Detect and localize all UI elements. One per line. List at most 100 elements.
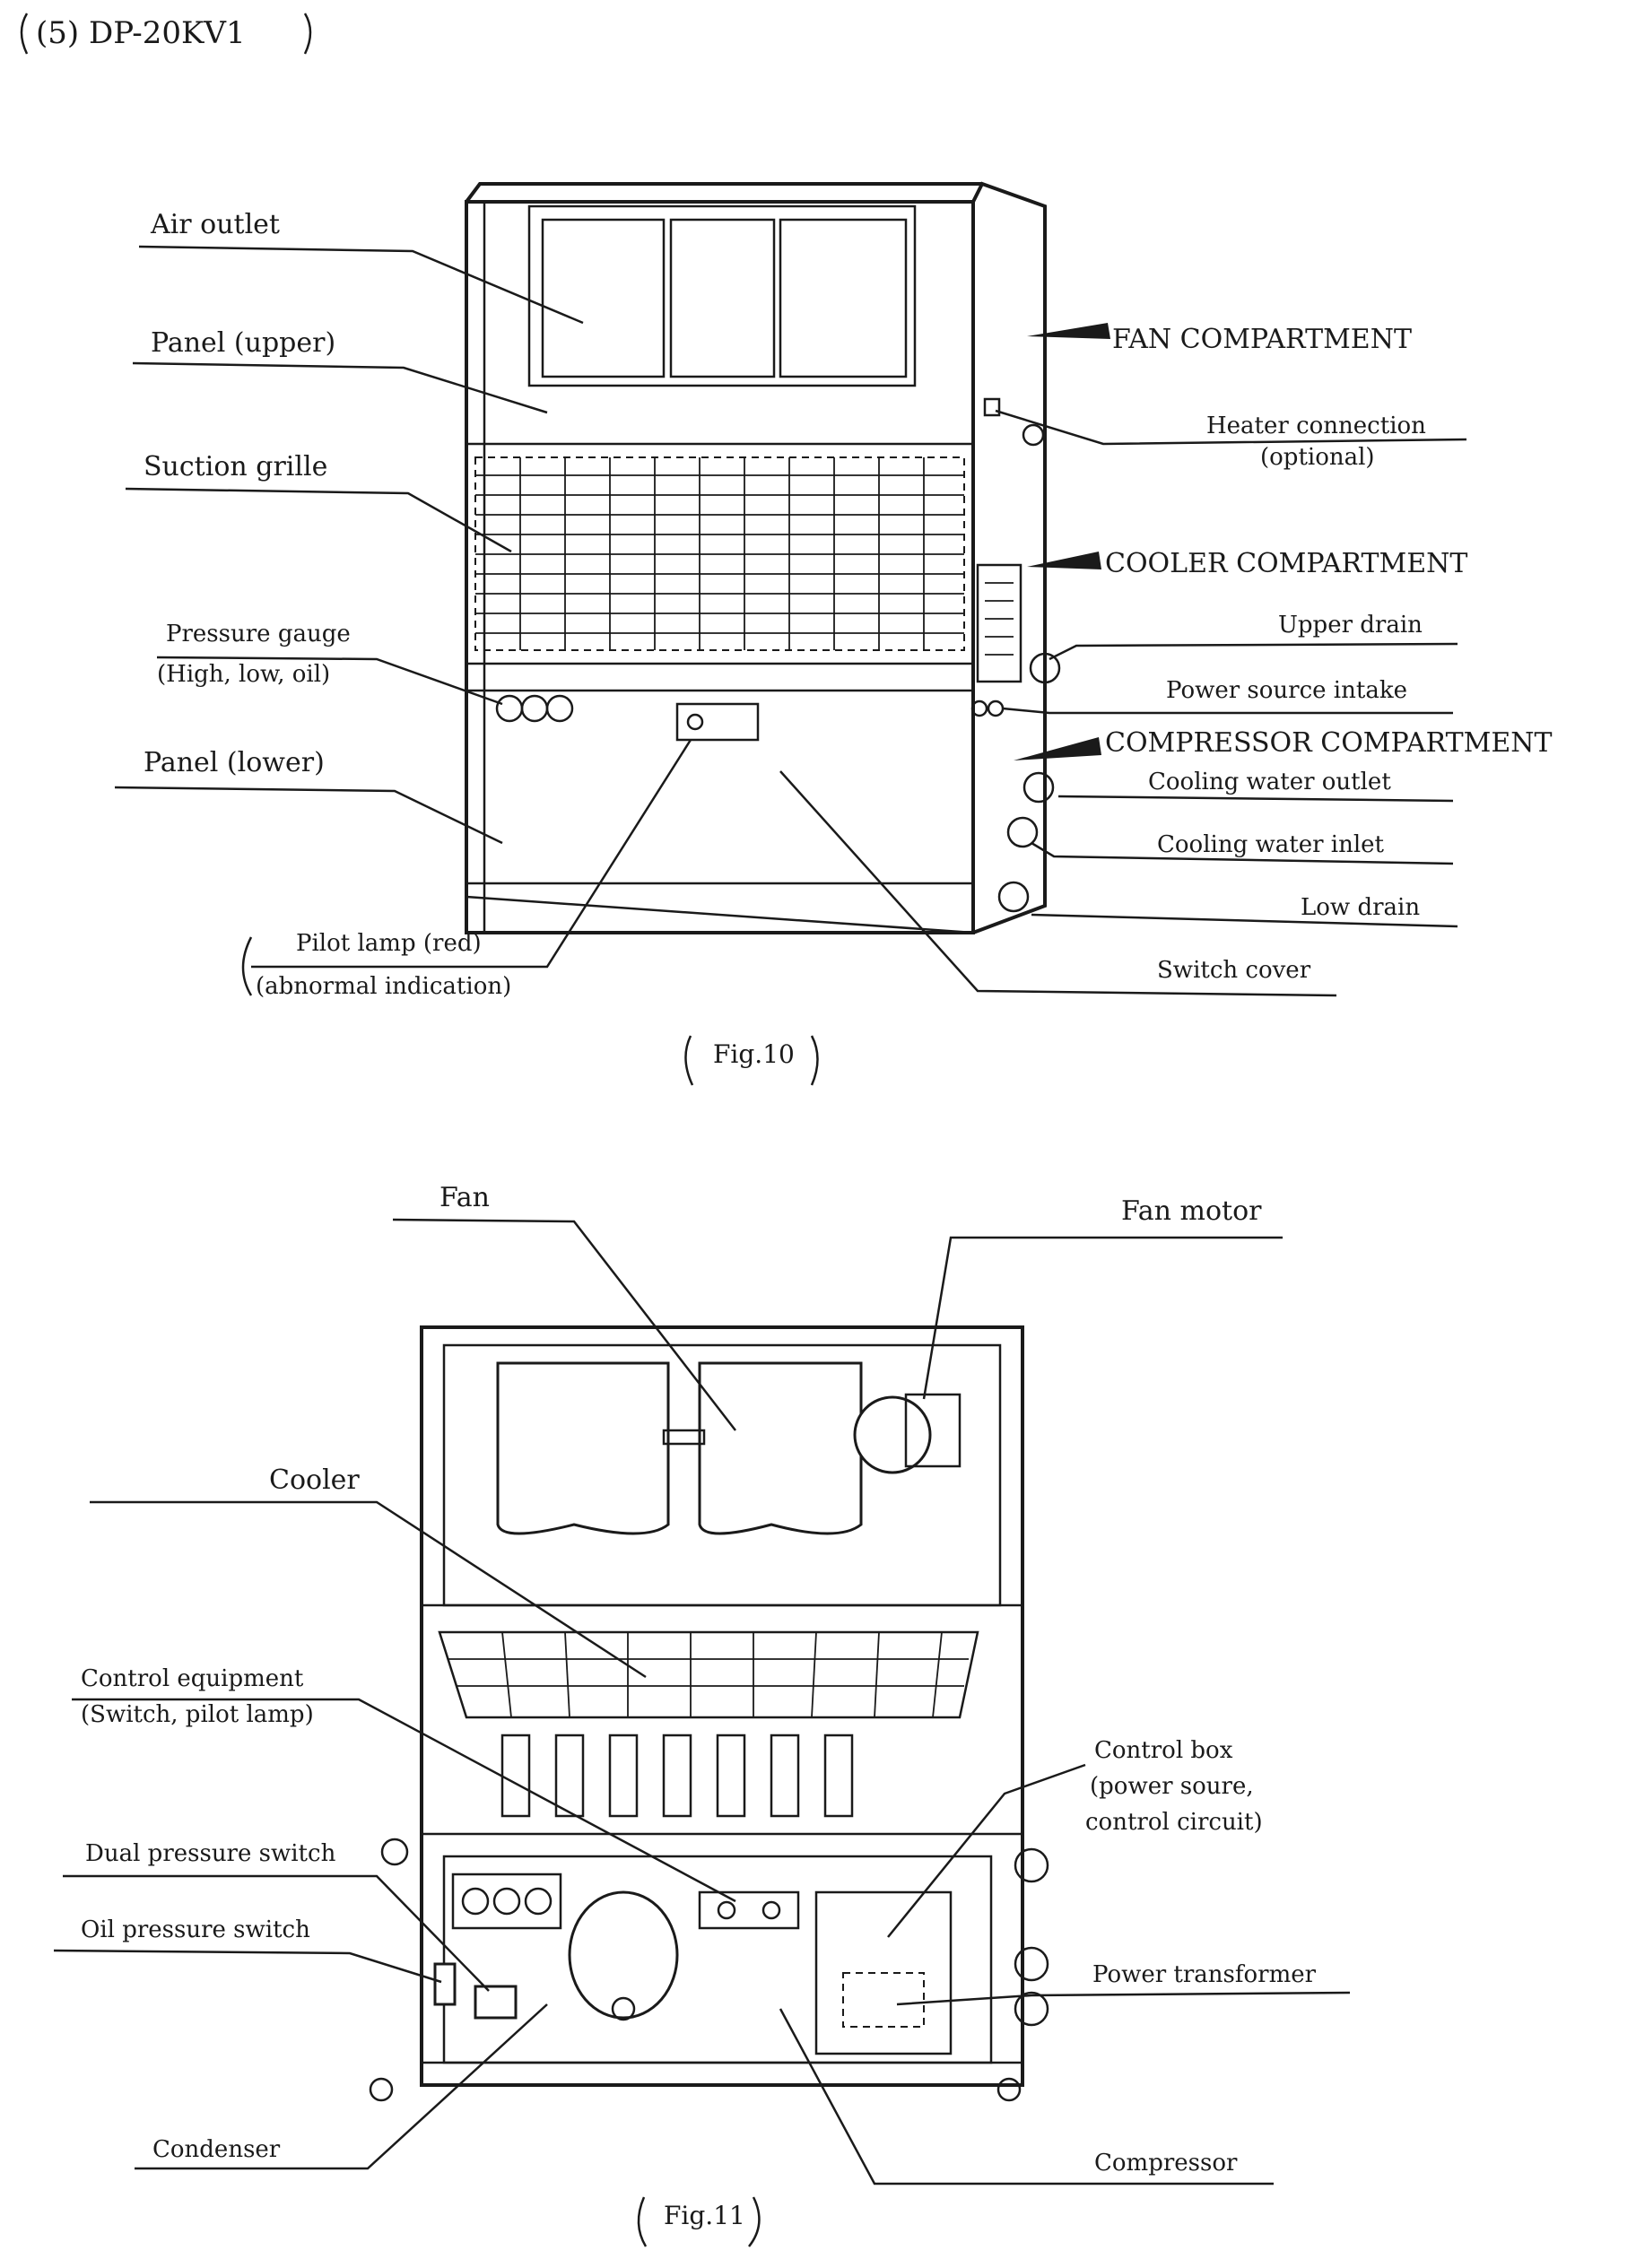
arrow-cooler-compartment <box>1027 552 1101 569</box>
arrow-compressor-compartment <box>1014 737 1101 760</box>
label-fan-motor: Fan motor <box>1121 1195 1262 1227</box>
leader-panel-lower <box>115 787 502 843</box>
cooling-water-outlet-fitting <box>1024 773 1053 802</box>
label-control-equipment: Control equipment <box>81 1665 304 1692</box>
label-fan: Fan <box>439 1182 490 1213</box>
fan-shaft <box>664 1430 704 1444</box>
label-panel-lower: Panel (lower) <box>144 747 325 778</box>
air-outlet-window-3 <box>780 220 906 377</box>
gauge-oil <box>547 696 572 721</box>
leader-power-transformer <box>897 1993 1350 2004</box>
label-pressure-gauge-sub: (High, low, oil) <box>157 661 330 688</box>
air-outlet-frame <box>529 206 915 386</box>
compressor-chamber <box>444 1856 991 2063</box>
slat-7 <box>825 1735 852 1816</box>
air-outlet-window-1 <box>543 220 664 377</box>
label-suction-grille: Suction grille <box>144 451 327 482</box>
fig11-caption-bracket-left <box>639 2197 646 2246</box>
label-pilot-lamp: Pilot lamp (red) <box>296 930 482 957</box>
header-bracket-left <box>22 13 27 54</box>
label-power-source-intake: Power source intake <box>1166 677 1407 704</box>
pilot-lamp-plate <box>677 704 758 740</box>
label-panel-upper: Panel (upper) <box>151 327 335 359</box>
label-heater-connection-sub: (optional) <box>1260 444 1375 471</box>
left-fitting <box>382 1839 407 1864</box>
control-equipment-panel <box>700 1892 798 1928</box>
oil-pressure-switch-body <box>435 1964 455 2004</box>
slat-6 <box>771 1735 798 1816</box>
suction-grille-mesh <box>475 457 964 650</box>
leader-air-outlet <box>139 247 583 323</box>
cooling-water-inlet-fitting <box>1008 818 1037 847</box>
label-low-drain: Low drain <box>1301 894 1420 921</box>
fig10-caption: Fig.10 <box>713 1039 795 1069</box>
fig10-right-labels: FAN COMPARTMENT Heater connection (optio… <box>780 323 1553 995</box>
label-compressor: Compressor <box>1094 2150 1238 2177</box>
gauge-panel <box>453 1874 561 1928</box>
leader-control-box <box>888 1765 1085 1937</box>
dual-pressure-switch-body <box>475 1986 516 2018</box>
power-transformer <box>843 1973 924 2027</box>
low-drain-fitting <box>999 882 1028 911</box>
fig11-caption-bracket-right <box>749 2197 759 2246</box>
cooler-coil <box>439 1632 978 1717</box>
slat-4 <box>664 1735 691 1816</box>
label-upper-drain: Upper drain <box>1278 612 1423 639</box>
fig11-cabinet <box>370 1327 1048 2100</box>
foot-right <box>998 2079 1020 2100</box>
side-fitting-3 <box>1015 1993 1048 2025</box>
pilot-lamp-bracket <box>243 937 251 995</box>
label-cooling-water-inlet: Cooling water inlet <box>1157 831 1385 858</box>
label-control-equipment-sub: (Switch, pilot lamp) <box>81 1701 314 1728</box>
leader-oil-pressure-switch <box>54 1951 441 1982</box>
cabinet-side <box>973 184 1045 933</box>
model-header: (5) DP-20KV1 <box>36 15 246 51</box>
cabinet-top <box>466 184 982 202</box>
label-control-box: Control box <box>1094 1737 1233 1764</box>
air-outlet-window-2 <box>671 220 774 377</box>
label-dual-pressure-switch: Dual pressure switch <box>85 1840 336 1867</box>
slat-2 <box>556 1735 583 1816</box>
fig10-caption-bracket-right <box>812 1036 818 1085</box>
header-bracket-right <box>305 13 310 54</box>
label-switch-cover: Switch cover <box>1157 957 1311 984</box>
inner-gauge-1 <box>463 1889 488 1914</box>
pilot-lamp <box>688 715 702 729</box>
label-pilot-lamp-sub: (abnormal indication) <box>256 973 511 1000</box>
leader-upper-drain <box>1049 644 1458 659</box>
gauge-high <box>497 696 522 721</box>
fig11-caption: Fig.11 <box>664 2201 745 2230</box>
side-fitting-2 <box>1015 1948 1048 1980</box>
side-fitting-1 <box>1015 1849 1048 1881</box>
power-intake-2 <box>988 701 1003 716</box>
label-heater-connection: Heater connection <box>1206 413 1426 439</box>
heater-connector-1 <box>985 399 999 415</box>
slat-5 <box>718 1735 744 1816</box>
label-cooling-water-outlet: Cooling water outlet <box>1148 769 1391 795</box>
label-condenser: Condenser <box>152 2136 281 2163</box>
label-compressor-compartment: COMPRESSOR COMPARTMENT <box>1105 727 1553 759</box>
leader-suction-grille <box>126 489 511 552</box>
heater-connector-2 <box>1023 425 1043 445</box>
label-control-box-sub1: (power soure, <box>1090 1773 1254 1800</box>
leader-fan-motor <box>924 1238 1283 1399</box>
fan-motor-body <box>855 1397 930 1473</box>
leader-cooling-water-outlet <box>1058 796 1453 801</box>
inner-gauge-2 <box>494 1889 519 1914</box>
label-oil-pressure-switch: Oil pressure switch <box>81 1916 310 1943</box>
fig10-left-labels: Air outlet Panel (upper) Suction grille … <box>115 209 691 1000</box>
gauge-low <box>522 696 547 721</box>
control-pilot-lamp <box>763 1902 779 1918</box>
label-pressure-gauge: Pressure gauge <box>166 621 351 647</box>
fig10-caption-bracket-left <box>685 1036 692 1085</box>
inner-gauge-3 <box>526 1889 551 1914</box>
slat-3 <box>610 1735 637 1816</box>
fan-casing-right <box>700 1363 861 1534</box>
label-fan-compartment: FAN COMPARTMENT <box>1112 324 1412 355</box>
label-power-transformer: Power transformer <box>1092 1961 1317 1988</box>
foot-left <box>370 2079 392 2100</box>
control-switch <box>718 1902 735 1918</box>
label-cooler: Cooler <box>269 1464 360 1496</box>
label-control-box-sub2: control circuit) <box>1085 1809 1263 1836</box>
